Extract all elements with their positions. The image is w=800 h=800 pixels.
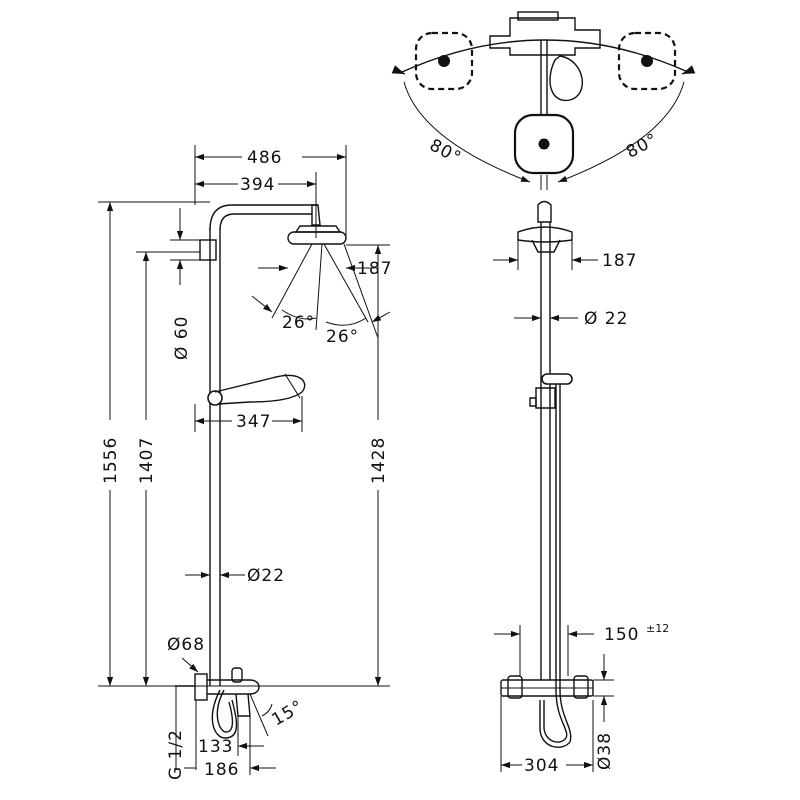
shower-head-front [517, 226, 573, 243]
handshower [214, 374, 306, 405]
dim-angle-left: 26° [282, 313, 315, 333]
dim-pipe-front: Ø 22 [584, 309, 628, 329]
shower-head-position-left [414, 31, 474, 91]
top-view: 80° 80° [391, 11, 696, 190]
dim-centers-tolerance: ±12 [646, 622, 669, 635]
dim-centers: 150 [604, 625, 639, 645]
swivel-arc-right [557, 81, 685, 183]
mixer-body-side [194, 673, 208, 701]
handshower-front [541, 373, 573, 385]
dim-head-front: 187 [602, 251, 637, 271]
front-dimensions: 187 Ø 22 150 ±12 Ø38 304 [493, 240, 669, 776]
dim-angle-right: 26° [326, 327, 359, 347]
shower-head-top [513, 113, 575, 175]
dim-width-total: 486 [247, 148, 282, 168]
dim-height-total: 1556 [101, 437, 121, 484]
dim-height-outlet: 1407 [137, 437, 157, 484]
swivel-arc-left [403, 81, 531, 183]
dim-handshower-arm: 347 [236, 412, 271, 432]
shower-arm [209, 204, 318, 231]
dim-pipe-side: Ø22 [247, 566, 285, 586]
dim-height-head: 1428 [369, 437, 389, 484]
shower-head-side [287, 231, 347, 245]
dim-depth-133: 133 [198, 737, 233, 757]
front-view [500, 200, 594, 748]
handshower-holder [207, 390, 223, 406]
shower-head-position-right [617, 31, 677, 91]
dim-outlet-diameter: Ø38 [595, 732, 615, 770]
dim-spout-angle: 15° [269, 696, 308, 730]
swivel-angle-right: 80° [623, 129, 662, 162]
wall-bracket [199, 239, 217, 261]
dim-depth-186: 186 [204, 760, 239, 780]
dim-head-side: 187 [357, 259, 392, 279]
dim-wall-bracket: Ø 60 [172, 316, 192, 360]
mixer-top [489, 17, 601, 56]
side-dimensions: 486 394 1556 1407 Ø 60 187 26° 26° [98, 145, 392, 780]
dim-mixer-diameter: Ø68 [167, 635, 205, 655]
dim-mixer-width: 304 [524, 756, 559, 776]
dim-width-arm: 394 [240, 175, 275, 195]
swivel-angle-left: 80° [426, 135, 465, 168]
